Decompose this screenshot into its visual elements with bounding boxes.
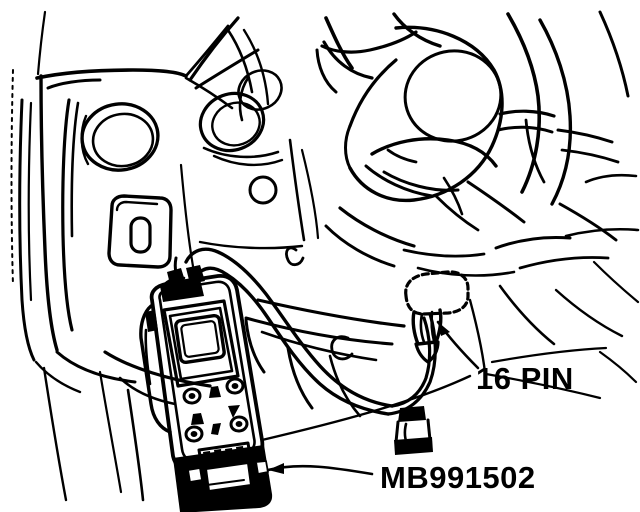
dash-hook-detail (330, 335, 354, 361)
side-vent (80, 102, 160, 172)
leader-lines (260, 320, 638, 476)
dash-left-panel (35, 68, 188, 352)
dash-switch-panel (107, 194, 173, 269)
lcd-display (174, 313, 226, 365)
lower-dash-shelf (244, 260, 640, 418)
steering-wheel (315, 10, 638, 242)
a-pillar (10, 10, 47, 362)
scan-tool (139, 256, 273, 512)
center-dash (179, 16, 320, 274)
callout-mb991502: MB991502 (380, 460, 536, 495)
steering-column-shroud (324, 206, 640, 277)
callout-16-pin: 16 PIN (476, 361, 574, 396)
cable-end-plug (394, 406, 433, 455)
diagnostic-link-connector (404, 270, 470, 364)
